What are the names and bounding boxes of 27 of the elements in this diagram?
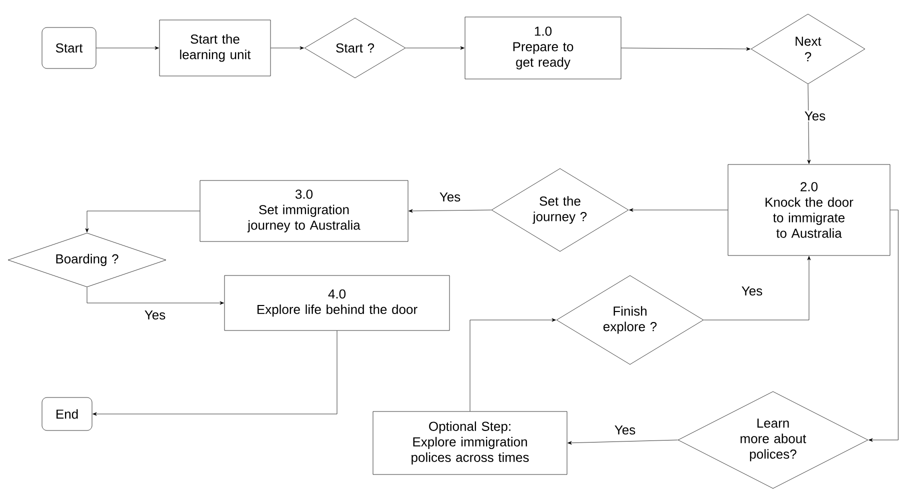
arrow [92, 330, 338, 416]
process-box: Start the learning unit [159, 20, 271, 76]
process-box: 1.0 Prepare to get ready [464, 16, 622, 80]
edge-label: Yes [613, 424, 637, 436]
arrow [629, 208, 728, 212]
arrow [85, 210, 200, 232]
process-box: 2.0 Knock the door to immigrate to Australia [728, 164, 890, 256]
arrow [86, 286, 224, 305]
arrow [868, 210, 898, 442]
arrow [408, 209, 492, 213]
process-box: 3.0 Set immigration journey to Australia [200, 180, 408, 242]
edge-label: Yes [803, 110, 827, 122]
process-box: Optional Step: Explore immigration polices across times [372, 411, 568, 475]
arrow [406, 46, 464, 50]
arrow [704, 256, 811, 320]
arrow [470, 318, 556, 412]
arrow [807, 84, 811, 164]
edge-label: Yes [740, 285, 764, 297]
edge-label: Yes [438, 191, 462, 203]
edge-label: Yes [143, 309, 167, 321]
arrow [568, 440, 678, 445]
arrow [621, 47, 750, 51]
terminal-box: Start [42, 27, 96, 69]
arrow [96, 46, 159, 50]
terminal-box: End [42, 397, 92, 431]
process-box: 4.0 Explore life behind the door [224, 275, 450, 331]
arrow [270, 46, 304, 50]
